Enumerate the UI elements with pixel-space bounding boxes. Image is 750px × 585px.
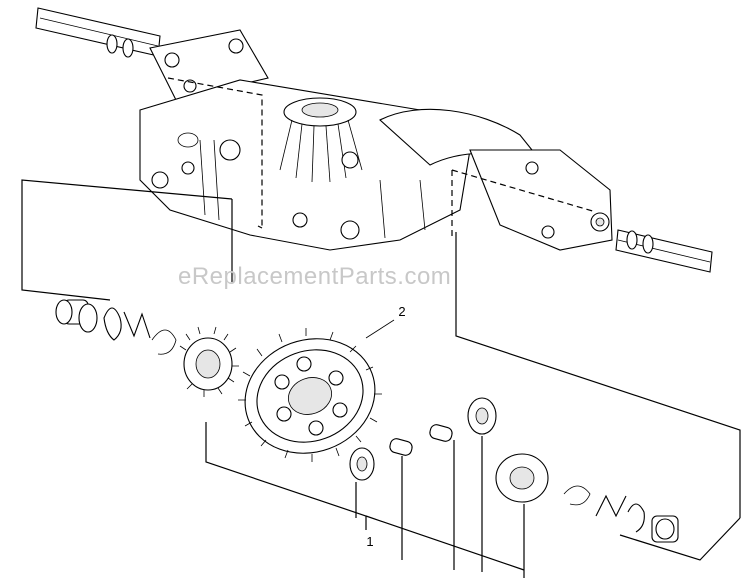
- transaxle-housing: [139, 29, 613, 251]
- alignment-lines: [167, 77, 597, 240]
- right-bearing-set: [563, 485, 679, 543]
- watermark-text: eReplacementParts.com: [178, 263, 451, 290]
- left-bearing-set: [55, 299, 177, 355]
- callout-leaders: [205, 319, 525, 578]
- left-bevel-gear: [179, 326, 239, 397]
- center-pinion-gear: [349, 447, 375, 481]
- callout-number-1: 1: [366, 534, 373, 549]
- callout-number-2: 2: [398, 304, 405, 319]
- right-bevel-gear: [467, 397, 497, 435]
- right-side-gear: [495, 453, 549, 503]
- exploded-view-frame: [21, 179, 741, 561]
- left-axle-shaft: [35, 7, 161, 58]
- right-axle-shaft: [615, 229, 713, 273]
- ring-gear: [238, 328, 382, 462]
- cross-pins: [389, 424, 453, 456]
